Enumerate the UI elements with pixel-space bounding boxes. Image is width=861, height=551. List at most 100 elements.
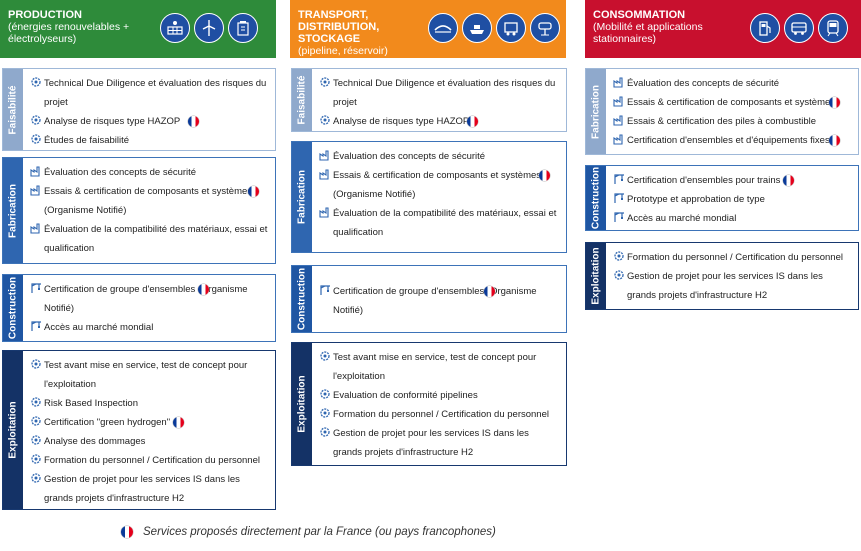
wind-turbine-icon — [194, 13, 224, 43]
truck-icon — [496, 13, 526, 43]
list-item: Certification "green hydrogen" — [30, 413, 269, 432]
production-fabrication: Fabrication Évaluation des concepts de s… — [2, 157, 276, 264]
section-label: Fabrication — [590, 84, 602, 139]
consommation-exploitation: Exploitation Formation du personnel / Ce… — [585, 242, 859, 310]
list-item: Essais & certification de composants et … — [30, 182, 269, 220]
section-label: Exploitation — [7, 401, 19, 459]
list-item: Certification d'ensembles et d'équipemen… — [613, 131, 852, 150]
french-flag-icon — [829, 97, 840, 108]
header-subtitle: (énergies renouvelables + électrolyseurs… — [8, 21, 130, 45]
french-flag-icon — [467, 116, 478, 127]
gear-icon — [320, 408, 330, 418]
section-label: Faisabilité — [7, 85, 19, 134]
section-label: Exploitation — [590, 247, 602, 305]
section-label: Fabrication — [296, 170, 308, 224]
factory-icon — [319, 207, 329, 218]
pipeline-icon — [428, 13, 458, 43]
header-transport: TRANSPORT, DISTRIBUTION, STOCKAGE (pipel… — [290, 0, 566, 58]
french-flag-icon — [539, 170, 550, 181]
list-item: Formation du personnel / Certification d… — [613, 248, 852, 267]
french-flag-icon — [248, 186, 259, 197]
gear-icon — [320, 77, 330, 87]
french-flag-icon — [829, 135, 840, 146]
french-flag-icon — [188, 116, 199, 127]
list-item: Gestion de projet pour les services IS d… — [319, 424, 560, 462]
gear-icon — [320, 427, 330, 437]
fuel-pump-icon — [750, 13, 780, 43]
gear-icon — [31, 397, 41, 407]
factory-icon — [613, 134, 623, 145]
list-item: Évaluation des concepts de sécurité — [30, 163, 269, 182]
header-consommation: CONSOMMATION (Mobilité et applications s… — [585, 0, 861, 58]
list-item: Gestion de projet pour les services IS d… — [30, 470, 269, 508]
storage-tank-icon — [530, 13, 560, 43]
gear-icon — [614, 270, 624, 280]
crane-icon — [614, 212, 624, 222]
list-item: Gestion de projet pour les services IS d… — [613, 267, 852, 305]
factory-icon — [319, 169, 329, 180]
gear-icon — [31, 77, 41, 87]
list-item: Accès au marché mondial — [613, 209, 852, 228]
gear-icon — [31, 416, 41, 426]
list-item: Évaluation de la compatibilité des matér… — [319, 204, 560, 242]
ship-icon — [462, 13, 492, 43]
list-item: Risk Based Inspection — [30, 394, 269, 413]
electrolyser-icon — [228, 13, 258, 43]
list-item: Certification d'ensembles pour trains — [613, 171, 852, 190]
section-label: Faisabilité — [296, 75, 308, 125]
list-item: Études de faisabilité — [30, 131, 269, 150]
list-item: Analyse des dommages — [30, 432, 269, 451]
french-flag-icon — [173, 417, 184, 428]
list-item: Essais & certification de composants et … — [613, 93, 852, 112]
section-label: Exploitation — [296, 375, 308, 433]
transport-fabrication: Fabrication Évaluation des concepts de s… — [291, 141, 567, 253]
bus-icon — [784, 13, 814, 43]
header-title: TRANSPORT, DISTRIBUTION, STOCKAGE — [298, 9, 380, 45]
production-faisabilite: Faisabilité Technical Due Diligence et é… — [2, 68, 276, 151]
list-item: Accès au marché mondial — [30, 318, 269, 337]
french-flag-icon — [198, 284, 209, 295]
factory-icon — [319, 150, 329, 161]
list-item: Formation du personnel / Certification d… — [319, 405, 560, 424]
list-item: Prototype et approbation de type — [613, 190, 852, 209]
section-label: Construction — [7, 276, 19, 340]
section-label: Construction — [296, 267, 308, 331]
solar-panel-icon — [160, 13, 190, 43]
gear-icon — [320, 115, 330, 125]
production-exploitation: Exploitation Test avant mise en service,… — [2, 350, 276, 510]
transport-exploitation: Exploitation Test avant mise en service,… — [291, 342, 567, 466]
list-item: Certification de groupe d'ensembles (Org… — [30, 280, 269, 318]
crane-icon — [31, 283, 41, 293]
crane-icon — [31, 321, 41, 331]
gear-icon — [31, 115, 41, 125]
legend-text: Services proposés directement par la Fra… — [143, 526, 496, 538]
train-icon — [818, 13, 848, 43]
consommation-fabrication: Fabrication Évaluation des concepts de s… — [585, 68, 859, 155]
list-item: Analyse de risques type HAZOP — [30, 112, 269, 131]
list-item: Évaluation des concepts de sécurité — [613, 74, 852, 93]
gear-icon — [31, 473, 41, 483]
header-subtitle: (pipeline, réservoir) — [298, 45, 388, 57]
production-construction: Construction Certification de groupe d'e… — [2, 274, 276, 342]
factory-icon — [30, 166, 40, 177]
factory-icon — [30, 223, 40, 234]
crane-icon — [614, 174, 624, 184]
factory-icon — [613, 115, 623, 126]
gear-icon — [614, 251, 624, 261]
gear-icon — [31, 134, 41, 144]
crane-icon — [320, 285, 330, 295]
crane-icon — [614, 193, 624, 203]
header-title: PRODUCTION — [8, 9, 82, 21]
list-item: Certification de groupe d'ensembles (Org… — [319, 282, 560, 320]
transport-faisabilite: Faisabilité Technical Due Diligence et é… — [291, 68, 567, 132]
list-item: Évaluation des concepts de sécurité — [319, 147, 560, 166]
french-flag-icon — [484, 286, 495, 297]
transport-construction: Construction Certification de groupe d'e… — [291, 265, 567, 333]
header-production: PRODUCTION (énergies renouvelables + éle… — [0, 0, 276, 58]
list-item: Evaluation de conformité pipelines — [319, 386, 560, 405]
section-label: Construction — [590, 166, 602, 230]
list-item: Essais & certification de composants et … — [319, 166, 560, 204]
list-item: Essais & certification des piles à combu… — [613, 112, 852, 131]
gear-icon — [320, 351, 330, 361]
header-subtitle: (Mobilité et applications stationnaires) — [593, 21, 703, 45]
